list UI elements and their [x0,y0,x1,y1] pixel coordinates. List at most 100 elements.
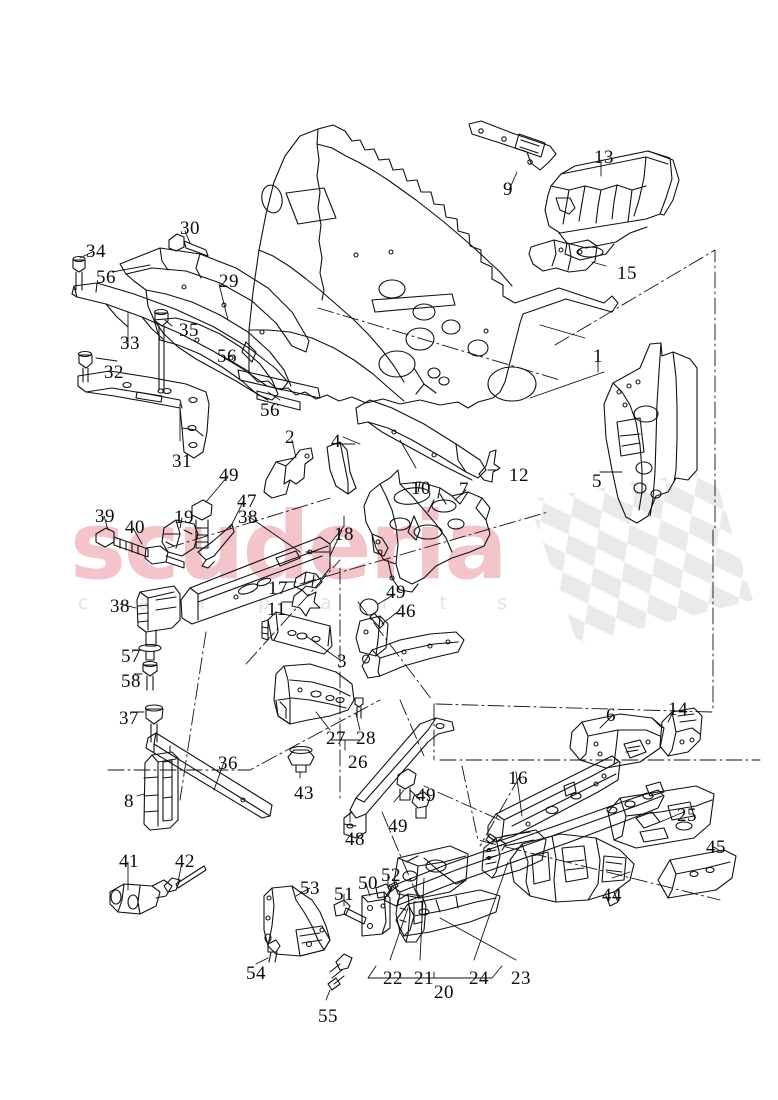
callout-41: 41 [119,851,139,872]
part-26-front-panel [273,663,355,725]
part-9-brace [468,120,557,171]
callout-49-c: 49 [388,816,408,837]
callout-7: 7 [459,479,469,500]
part-long-rail [383,781,665,907]
part-4-gusset [326,441,357,495]
callout-21: 21 [414,968,434,989]
part-31-bracket [77,370,210,459]
callout-32: 32 [104,362,124,383]
callout-38-lower: 38 [110,596,130,617]
callout-36: 36 [218,753,238,774]
part-57-washer [138,643,162,661]
callout-28: 28 [356,728,376,749]
callout-46: 46 [396,601,416,622]
part-15-bracket [528,239,598,273]
part-54-screw [267,939,281,963]
part-48-strut [343,717,455,839]
part-46-bracket [355,615,389,657]
callout-38-upper: 38 [238,507,258,528]
callout-52: 52 [381,865,401,886]
callout-2: 2 [285,427,295,448]
callout-6: 6 [606,705,616,726]
callout-27: 27 [326,728,346,749]
callout-14: 14 [668,699,688,720]
callout-51: 51 [334,884,354,905]
callout-22: 22 [383,968,403,989]
part-14-bracket [659,707,703,757]
part-6-floor-bracket [569,713,665,769]
part-39-bolt [95,527,149,558]
part-8-bracket [143,743,179,831]
part-24-rocker-front [481,829,547,879]
callout-44: 44 [602,885,622,906]
callout-33: 33 [120,333,140,354]
callout-35: 35 [179,320,199,341]
callout-24: 24 [469,968,489,989]
part-30-bolt [168,233,209,257]
callout-31: 31 [172,451,192,472]
part-53-bracket [263,885,331,957]
part-50-bracket [361,891,391,937]
part-bumper-beam [361,631,465,679]
part-34-nut [72,255,86,291]
callout-47: 47 [237,491,257,512]
part-19-bracket [161,519,199,557]
callout-29: 29 [219,271,239,292]
callout-9: 9 [503,179,513,200]
callout-19: 19 [174,507,194,528]
callout-11: 11 [267,599,287,620]
part-45-plate [657,849,737,899]
callout-3: 3 [337,651,347,672]
callout-30: 30 [180,218,200,239]
callout-39: 39 [95,506,115,527]
callout-43: 43 [294,783,314,804]
callout-55: 55 [318,1006,338,1027]
callout-17: 17 [268,578,288,599]
part-10-member [355,399,487,481]
part-47-clip [197,523,235,569]
callout-18: 18 [334,524,354,545]
part-55-screw [327,953,353,991]
part-16-side-member [485,755,621,851]
callout-15: 15 [617,263,637,284]
part-49-bolt-a [191,499,213,549]
part-38-lower-bracket [136,585,181,647]
callout-49-d: 49 [416,785,436,806]
callout-49-b: 49 [386,582,406,603]
part-58-screw [142,660,158,691]
part-43-grommet [287,745,315,773]
callout-53: 53 [300,878,320,899]
callout-12: 12 [509,465,529,486]
part-5-a-pillar [603,342,698,524]
callout-13: 13 [594,147,614,168]
callout-50: 50 [358,873,378,894]
part-12-clip [478,449,501,483]
callout-26: 26 [348,752,368,773]
callout-42: 42 [175,851,195,872]
part-38-member [180,536,331,625]
callout-34: 34 [86,241,106,262]
part-2-bracket [263,447,314,499]
callout-40: 40 [125,517,145,538]
callout-5: 5 [592,471,602,492]
part-37-screw [144,704,164,743]
callout-58: 58 [121,671,141,692]
callout-8: 8 [124,791,134,812]
callout-1: 1 [593,346,603,367]
part-40-spacer [144,545,185,569]
part-36-tie-bar [145,732,273,819]
part-17-clip [293,571,323,591]
callout-20: 20 [434,982,454,1003]
callout-25: 25 [677,805,697,826]
callout-54: 54 [246,963,266,984]
part-51-screw [333,899,367,925]
callout-56-a: 56 [96,267,116,288]
part-7-wheelhouse [363,469,491,593]
callout-48: 48 [345,829,365,850]
part-11-clip [291,589,321,617]
part-25-floor-pan [607,785,715,849]
callout-56-c: 56 [260,400,280,421]
callout-49-a: 49 [219,465,239,486]
